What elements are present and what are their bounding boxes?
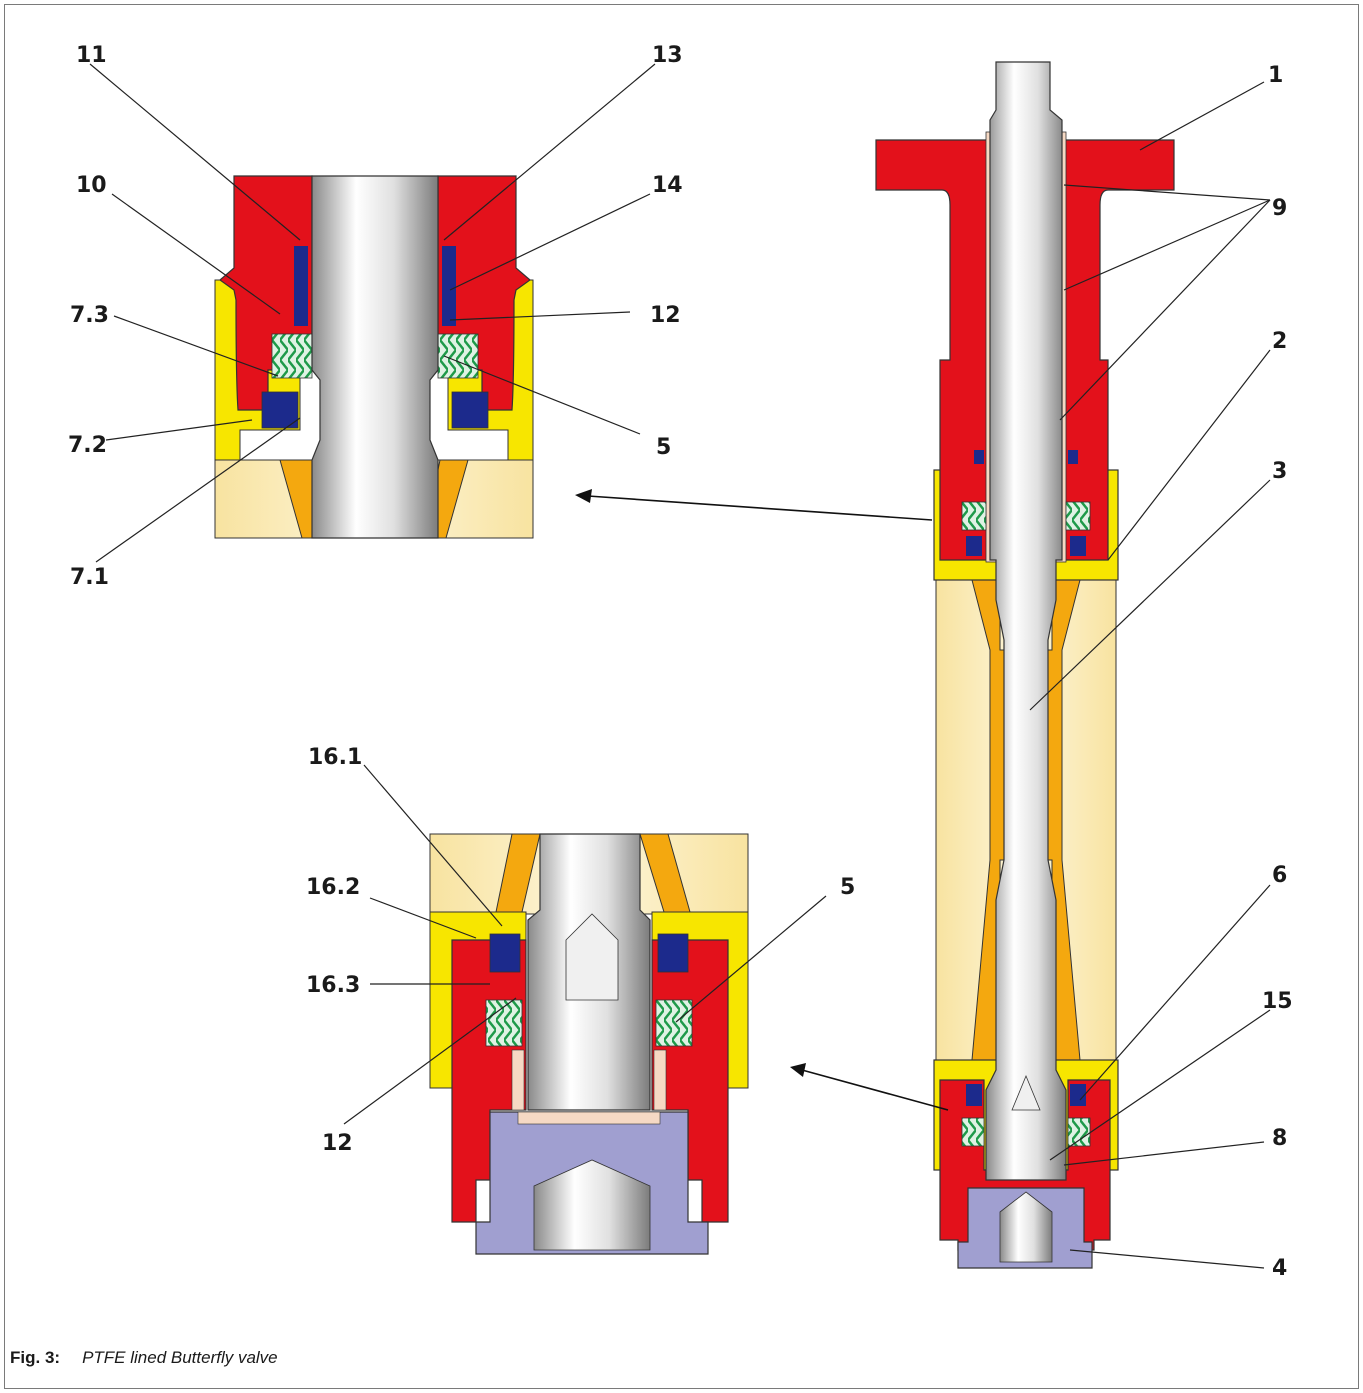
label-5-upper: 5	[656, 435, 671, 460]
label-1: 1	[1268, 63, 1283, 88]
label-16-3: 16.3	[306, 973, 360, 998]
label-8: 8	[1272, 1126, 1287, 1151]
label-14: 14	[652, 173, 683, 198]
label-7-3: 7.3	[70, 303, 109, 328]
lower-detail-seal-left	[489, 933, 521, 973]
seal-upper-left	[966, 536, 982, 556]
spring-upper-left	[961, 501, 987, 531]
label-15: 15	[1262, 989, 1293, 1014]
main-shaft	[985, 61, 1067, 1181]
label-11: 11	[76, 43, 107, 68]
label-9: 9	[1272, 196, 1287, 221]
detail-arrows	[575, 489, 949, 1111]
seal-upper-left-2	[974, 450, 984, 464]
upper-detail-orings-right	[442, 246, 456, 326]
lower-detail-seal-right	[657, 933, 689, 973]
upper-detail-orings-left	[294, 246, 308, 326]
lower-detail-shaft-tip	[565, 913, 619, 1001]
spring-upper-right	[1065, 501, 1091, 531]
lower-detail-bolt	[533, 1159, 651, 1251]
arrow-to-lower-detail	[801, 1069, 949, 1111]
label-12-lower: 12	[322, 1131, 353, 1156]
part-labels: 1 9 2 3 6 15 8 4 11 13 10 14 7.3 12 7.2 …	[68, 43, 1293, 1281]
label-16-1: 16.1	[308, 745, 362, 770]
upper-detail-view	[214, 175, 534, 539]
liner-right	[1041, 579, 1081, 1061]
shaft-tip	[1011, 1074, 1041, 1111]
label-16-2: 16.2	[306, 875, 360, 900]
seal-upper-right-2	[1068, 450, 1078, 464]
label-6: 6	[1272, 863, 1287, 888]
label-13: 13	[652, 43, 683, 68]
lower-detail-washer	[517, 1111, 661, 1125]
label-12-upper: 12	[650, 303, 681, 328]
lower-detail-bushing-right	[653, 1049, 667, 1111]
lower-detail-view	[429, 833, 749, 1255]
label-2: 2	[1272, 329, 1287, 354]
label-3: 3	[1272, 459, 1287, 484]
label-7-2: 7.2	[68, 433, 107, 458]
figure-caption: Fig. 3: PTFE lined Butterfly valve	[10, 1348, 278, 1368]
label-10: 10	[76, 173, 107, 198]
spring-lower-left	[961, 1117, 985, 1147]
seal-lower-left	[966, 1084, 982, 1106]
arrow-head-lower	[790, 1063, 806, 1077]
label-7-1: 7.1	[70, 565, 109, 590]
lower-detail-spring-right	[655, 999, 693, 1047]
figure-frame	[4, 4, 1359, 1389]
seal-lower-right	[1070, 1084, 1086, 1106]
upper-detail-shaft	[311, 175, 439, 539]
lower-detail-bushing-left	[511, 1049, 525, 1111]
arrow-to-upper-detail	[587, 495, 933, 521]
main-valve-view	[875, 61, 1175, 1269]
leader-lines	[89, 63, 1271, 1269]
spring-lower-right	[1067, 1117, 1091, 1147]
upper-detail-spring-left	[271, 333, 313, 379]
upper-detail-seal-left	[261, 391, 299, 429]
label-4: 4	[1272, 1256, 1287, 1281]
arrow-head-upper	[575, 489, 592, 503]
upper-detail-seal-right	[451, 391, 489, 429]
liner-left	[971, 579, 1011, 1061]
plug-bolt	[999, 1191, 1053, 1263]
seal-upper-right	[1070, 536, 1086, 556]
label-5-lower: 5	[840, 875, 855, 900]
lower-detail-spring-left	[485, 999, 523, 1047]
figure-number: Fig. 3:	[10, 1348, 61, 1367]
figure-title: PTFE lined Butterfly valve	[82, 1348, 278, 1367]
